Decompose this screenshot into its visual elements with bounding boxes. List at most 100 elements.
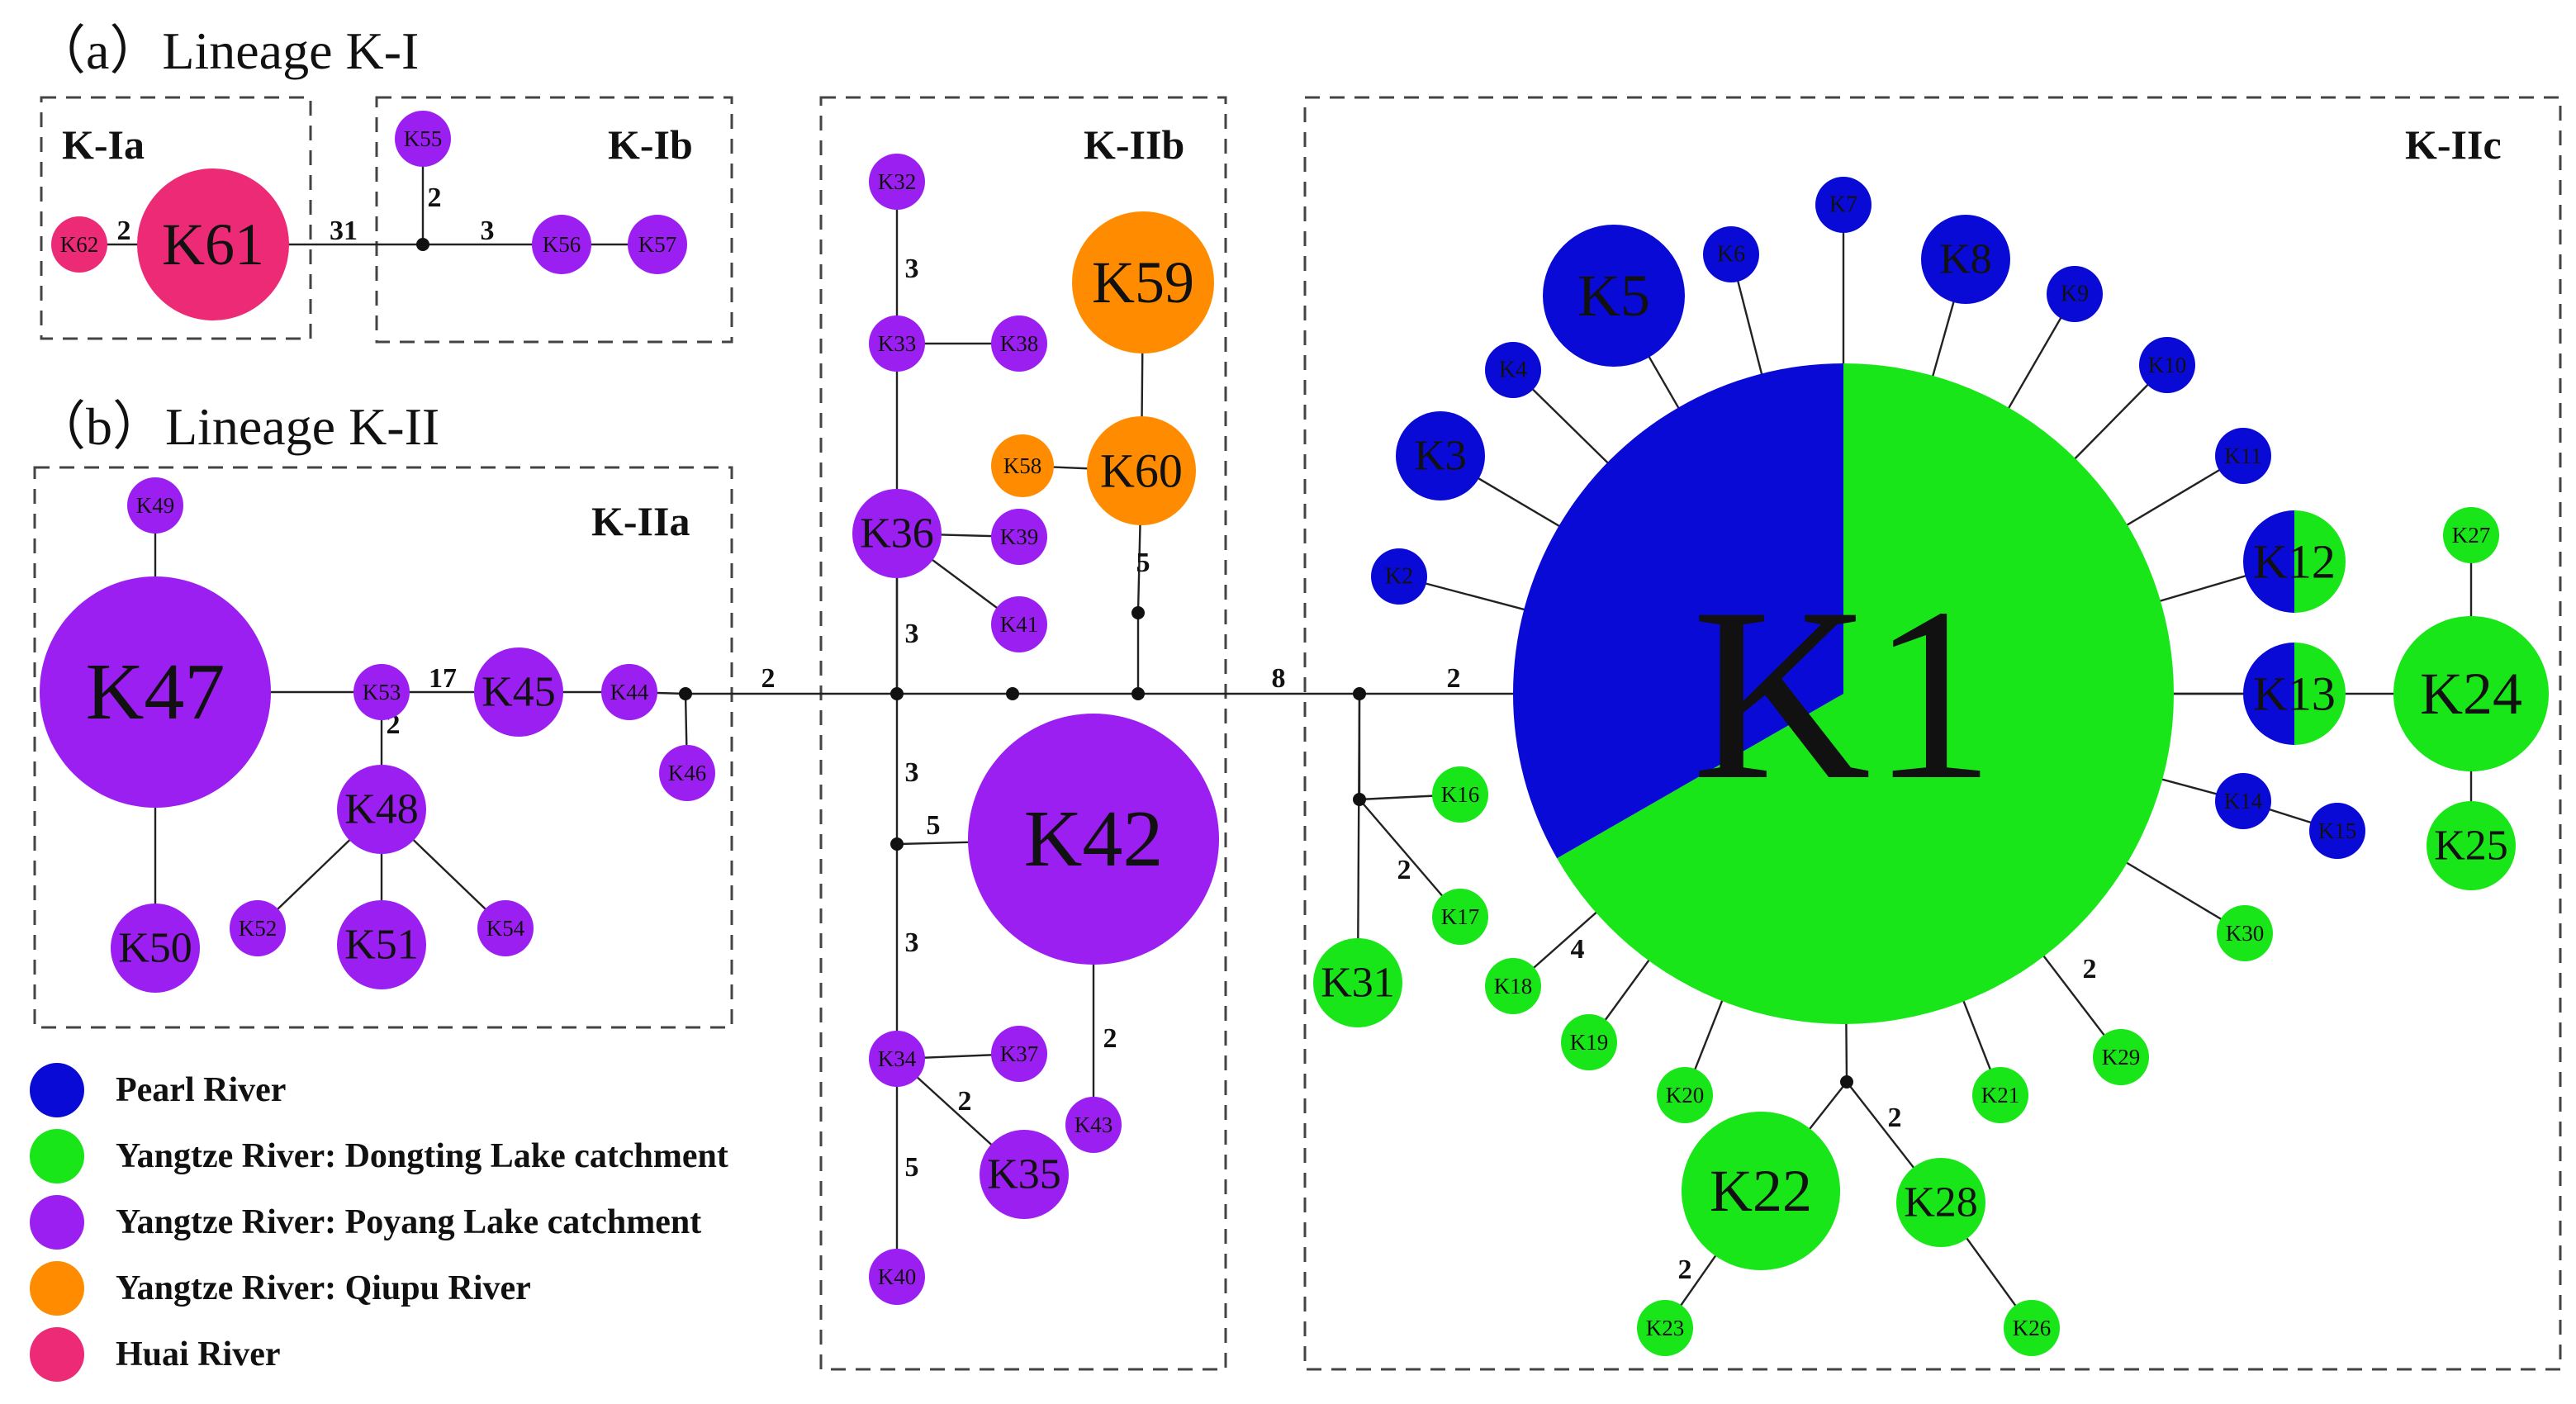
haplotype-label: K17 <box>1441 904 1480 929</box>
mutation-step-label: 2 <box>958 1086 972 1117</box>
node-circle <box>337 765 426 854</box>
node-circle <box>869 154 925 210</box>
haplotype-k18: K18 <box>1485 958 1541 1014</box>
node-circle <box>51 216 107 273</box>
haplotype-k10: K10 <box>2139 337 2195 393</box>
haplotype-label: K14 <box>2224 789 2263 813</box>
box-label: K-IIb <box>1084 121 1184 168</box>
node-circle <box>2217 905 2273 961</box>
mutation-step-label: 5 <box>927 810 941 841</box>
mutation-step-label: 17 <box>429 663 457 694</box>
haplotype-label: K38 <box>1000 331 1039 356</box>
haplotype-label: K2 <box>1385 564 1413 590</box>
haplotype-k38: K38 <box>991 315 1047 372</box>
pie-slice <box>1557 363 2174 1024</box>
mutation-step-label: 2 <box>1888 1103 1902 1133</box>
haplotype-label: K9 <box>2061 282 2089 307</box>
node-circle <box>1972 1067 2028 1123</box>
node-circle <box>869 315 925 372</box>
node-circle <box>337 900 426 989</box>
node-circle <box>353 664 410 720</box>
haplotype-label: K3 <box>1414 433 1467 480</box>
haplotype-k6: K6 <box>1703 226 1759 282</box>
haplotype-label: K27 <box>2452 523 2491 548</box>
mutation-step-label: 3 <box>905 757 919 788</box>
haplotype-label: K12 <box>2253 535 2336 589</box>
node-circle <box>1313 938 1402 1027</box>
haplotype-label: K45 <box>482 669 556 716</box>
node-circle <box>230 900 286 956</box>
haplotype-label: K55 <box>404 126 443 151</box>
legend-swatch-dongting <box>30 1129 84 1183</box>
haplotype-label: K52 <box>239 916 278 941</box>
haplotype-label: K18 <box>1494 974 1533 998</box>
box-label: K-IIc <box>2405 121 2502 168</box>
node-circle <box>1657 1067 1713 1123</box>
haplotype-label: K26 <box>2013 1316 2052 1340</box>
haplotype-label: K56 <box>543 232 581 257</box>
median-vector <box>679 687 692 700</box>
haplotype-label: K21 <box>1981 1083 2020 1108</box>
haplotype-label: K31 <box>1321 960 1395 1007</box>
haplotype-k27: K27 <box>2443 507 2499 563</box>
mutation-step-label: 2 <box>117 216 131 246</box>
median-vector <box>1131 687 1145 700</box>
haplotype-k39: K39 <box>991 509 1047 565</box>
haplotype-k25: K25 <box>2427 801 2516 890</box>
node-circle <box>991 509 1047 565</box>
haplotype-label: K46 <box>668 761 707 785</box>
mutation-step-label: 2 <box>1447 663 1461 694</box>
box-k-ia: K-Ia <box>40 96 312 340</box>
haplotype-label: K44 <box>610 680 649 704</box>
haplotype-label: K22 <box>1710 1158 1812 1224</box>
pie-slice <box>2294 510 2346 613</box>
haplotype-label: K1 <box>1692 557 1995 831</box>
haplotype-label: K11 <box>2224 443 2262 468</box>
node-circle <box>40 576 271 808</box>
haplotype-k22: K22 <box>1682 1112 1840 1270</box>
haplotype-k33: K33 <box>869 315 925 372</box>
haplotype-label: K33 <box>878 331 917 356</box>
legend-item-poyang: Yangtze River: Poyang Lake catchment <box>30 1189 728 1255</box>
haplotype-k12: K12 <box>2243 510 2346 613</box>
haplotype-k31: K31 <box>1313 938 1402 1027</box>
haplotype-k54: K54 <box>477 900 534 956</box>
box-border <box>375 96 733 344</box>
median-vector <box>890 837 904 851</box>
haplotype-label: K24 <box>2420 661 2522 727</box>
node-circle <box>2139 337 2195 393</box>
box-border <box>819 96 1227 1371</box>
haplotype-k61: K61 <box>137 168 289 320</box>
haplotype-label: K42 <box>1024 794 1164 884</box>
mutation-step-label: 2 <box>1103 1023 1117 1054</box>
node-circle <box>1371 548 1427 605</box>
group-boxes: K-Ia K-Ib K-IIa K-IIb K-IIc <box>33 96 2562 1371</box>
haplotype-label: K36 <box>860 510 934 557</box>
node-circle <box>991 1026 1047 1082</box>
legend-label-huai: Huai River <box>116 1335 281 1373</box>
mutation-step-label: 2 <box>761 663 776 694</box>
legend-item-dongting: Yangtze River: Dongting Lake catchment <box>30 1123 728 1189</box>
haplotype-k24: K24 <box>2393 616 2549 771</box>
median-vector <box>1840 1075 1853 1089</box>
box-border <box>40 96 312 340</box>
haplotype-k59: K59 <box>1072 211 1214 353</box>
haplotype-label: K8 <box>1939 236 1992 283</box>
mutation-step-label: 2 <box>2083 954 2097 984</box>
mutation-step-label: 5 <box>1136 548 1150 578</box>
lineage-ki-title: （a）Lineage K-I <box>33 21 420 80</box>
legend-label-poyang: Yangtze River: Poyang Lake catchment <box>116 1203 702 1241</box>
haplotype-label: K30 <box>2226 921 2265 946</box>
legend-label-pearl: Pearl River <box>116 1071 287 1109</box>
haplotype-k58: K58 <box>991 434 1054 497</box>
node-circle <box>1485 342 1541 398</box>
node-circle <box>1921 215 2010 304</box>
haplotype-k21: K21 <box>1972 1067 2028 1123</box>
node-circle <box>1396 411 1485 500</box>
haplotype-label: K47 <box>86 647 225 737</box>
node-circle <box>2443 507 2499 563</box>
haplotype-k36: K36 <box>852 489 942 578</box>
node-circle <box>628 215 687 274</box>
box-label: K-Ib <box>608 121 693 168</box>
haplotype-k41: K41 <box>991 596 1047 652</box>
